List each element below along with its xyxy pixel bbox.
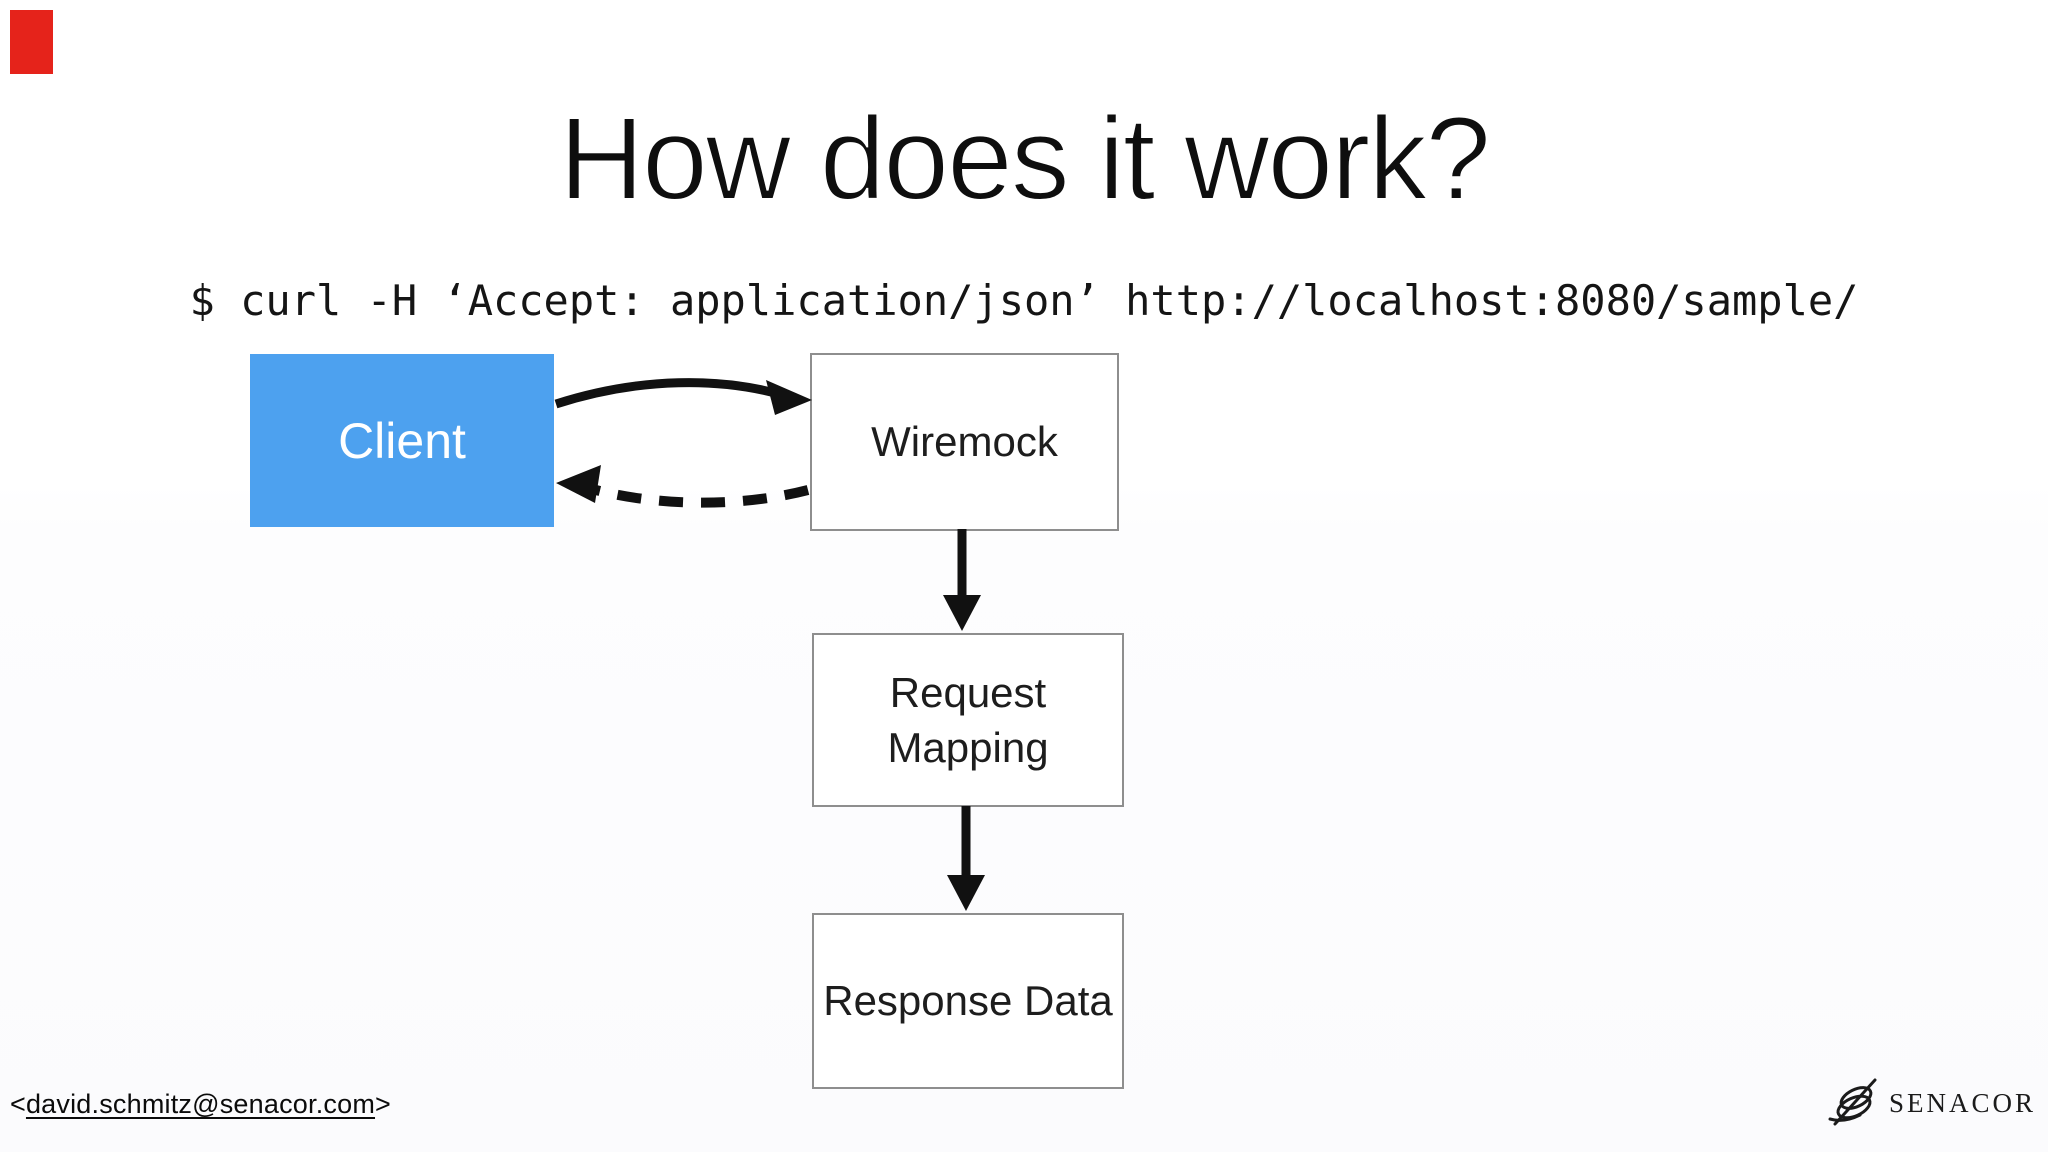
response-dashed-arrow	[556, 465, 810, 508]
mapping-to-response-arrow	[947, 806, 985, 911]
request-mapping-label: Request Mapping	[887, 668, 1049, 771]
request-mapping-node: Request Mapping	[812, 633, 1124, 807]
wiremock-label: Wiremock	[871, 418, 1058, 466]
senacor-logo: SENACOR	[1828, 1074, 2036, 1132]
senacor-logo-text: SENACOR	[1888, 1087, 2036, 1118]
page-title: How does it work?	[558, 92, 1492, 226]
wiremock-node: Wiremock	[810, 353, 1119, 531]
email-link[interactable]: david.schmitz@senacor.com	[25, 1089, 376, 1119]
red-corner-marker	[10, 10, 53, 74]
response-data-node: Response Data	[812, 913, 1124, 1089]
email-bracket-left: <	[10, 1089, 26, 1119]
senacor-logo-icon	[1828, 1078, 1877, 1126]
footer-email: <david.schmitz@senacor.com>	[10, 1089, 391, 1120]
wiremock-to-mapping-arrow	[943, 529, 981, 631]
response-data-label: Response Data	[823, 977, 1113, 1025]
email-bracket-right: >	[375, 1089, 391, 1119]
client-node: Client	[250, 354, 554, 527]
request-arrow	[554, 378, 812, 415]
curl-command: $ curl -H ‘Accept: application/json’ htt…	[189, 276, 1859, 325]
client-label: Client	[338, 412, 466, 469]
